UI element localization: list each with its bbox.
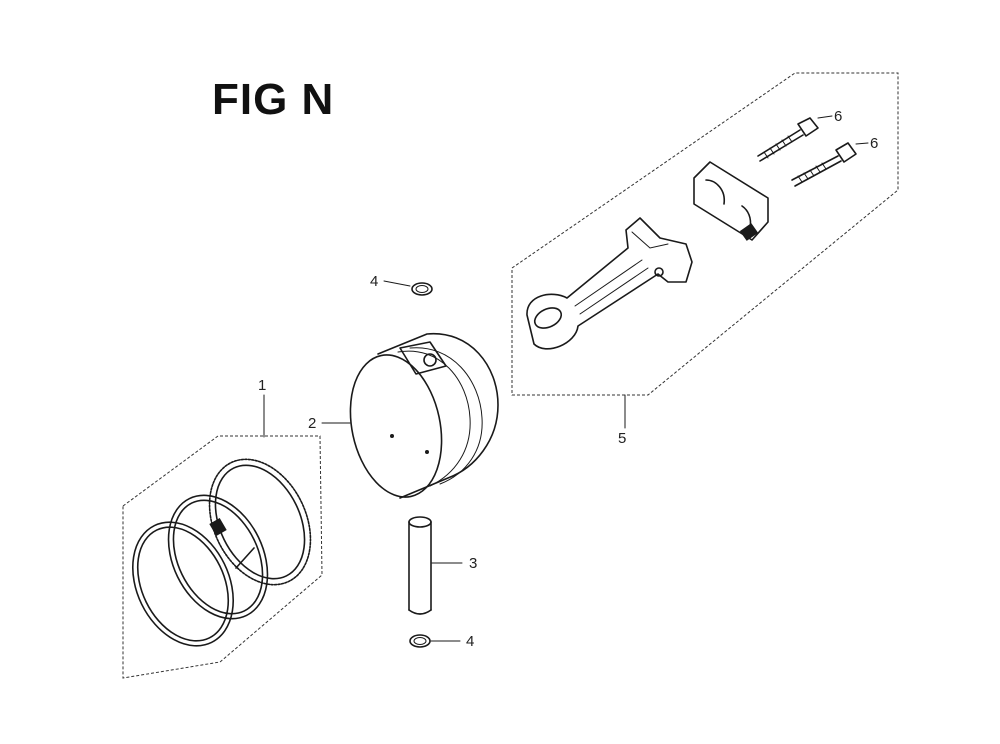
ring-set-group-outline — [122, 435, 323, 679]
callout-conrod: 5 — [618, 430, 626, 447]
callout-ring-set: 1 — [258, 377, 266, 394]
conrod-bolt-upper: 6 — [757, 108, 842, 162]
callout-bolt-upper: 6 — [834, 108, 842, 125]
conrod-group-outline — [511, 72, 899, 396]
callout-pin: 3 — [469, 555, 477, 572]
piston-ring-1 — [131, 521, 235, 647]
piston-pin: 3 — [408, 516, 477, 615]
connecting-rod — [526, 217, 693, 350]
piston-crown — [349, 354, 443, 498]
piston-ring-2 — [167, 494, 269, 620]
callout-bolt-lower: 6 — [870, 135, 878, 152]
callout-clip-top: 4 — [370, 273, 378, 290]
conrod-group: 5 6 — [511, 72, 899, 447]
conrod-bolt-lower: 6 — [791, 135, 878, 187]
piston-ring-3-oil-ring — [208, 458, 312, 586]
ring-set-group: 1 — [122, 377, 323, 679]
rod-bearing-cap — [693, 161, 769, 241]
callout-piston: 2 — [308, 415, 316, 432]
callout-clip-bottom: 4 — [466, 633, 474, 650]
pin-clip-bottom: 4 — [409, 633, 474, 650]
piston: 2 — [308, 333, 499, 499]
pin-clip-top: 4 — [370, 273, 433, 296]
figure-title: FIG N — [212, 75, 335, 124]
